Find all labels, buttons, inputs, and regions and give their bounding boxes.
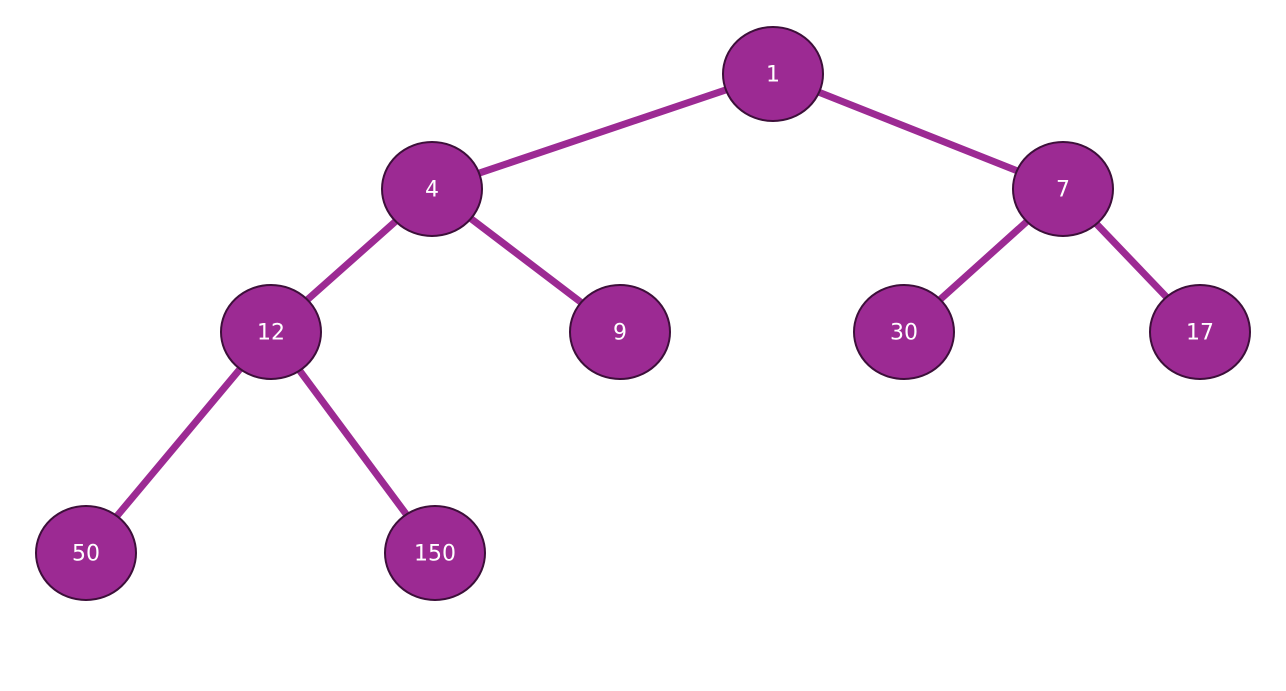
tree-node-150: 150 (384, 505, 486, 601)
node-label: 50 (72, 542, 100, 567)
tree-node-4: 4 (381, 141, 483, 237)
node-label: 150 (414, 542, 456, 567)
node-label: 30 (890, 321, 918, 346)
node-circle (569, 284, 671, 380)
node-label: 4 (425, 178, 439, 203)
tree-node-12: 12 (220, 284, 322, 380)
tree-node-17: 17 (1149, 284, 1251, 380)
node-circle (1012, 141, 1114, 237)
node-label: 9 (613, 321, 627, 346)
node-label: 7 (1056, 178, 1070, 203)
node-label: 1 (766, 63, 780, 88)
node-label: 12 (257, 321, 285, 346)
tree-node-50: 50 (35, 505, 137, 601)
node-circle (35, 505, 137, 601)
node-label: 17 (1186, 321, 1214, 346)
edge-n1-n4 (430, 70, 775, 193)
node-circle (853, 284, 955, 380)
tree-node-9: 9 (569, 284, 671, 380)
node-circle (220, 284, 322, 380)
tree-node-30: 30 (853, 284, 955, 380)
tree-node-7: 7 (1012, 141, 1114, 237)
node-circle (1149, 284, 1251, 380)
nodes-layer: 1 4 7 12 9 30 17 50 150 (35, 26, 1251, 601)
node-circle (384, 505, 486, 601)
tree-node-1: 1 (722, 26, 824, 122)
edge-n1-n7 (771, 70, 1065, 193)
node-circle (381, 141, 483, 237)
node-circle (722, 26, 824, 122)
